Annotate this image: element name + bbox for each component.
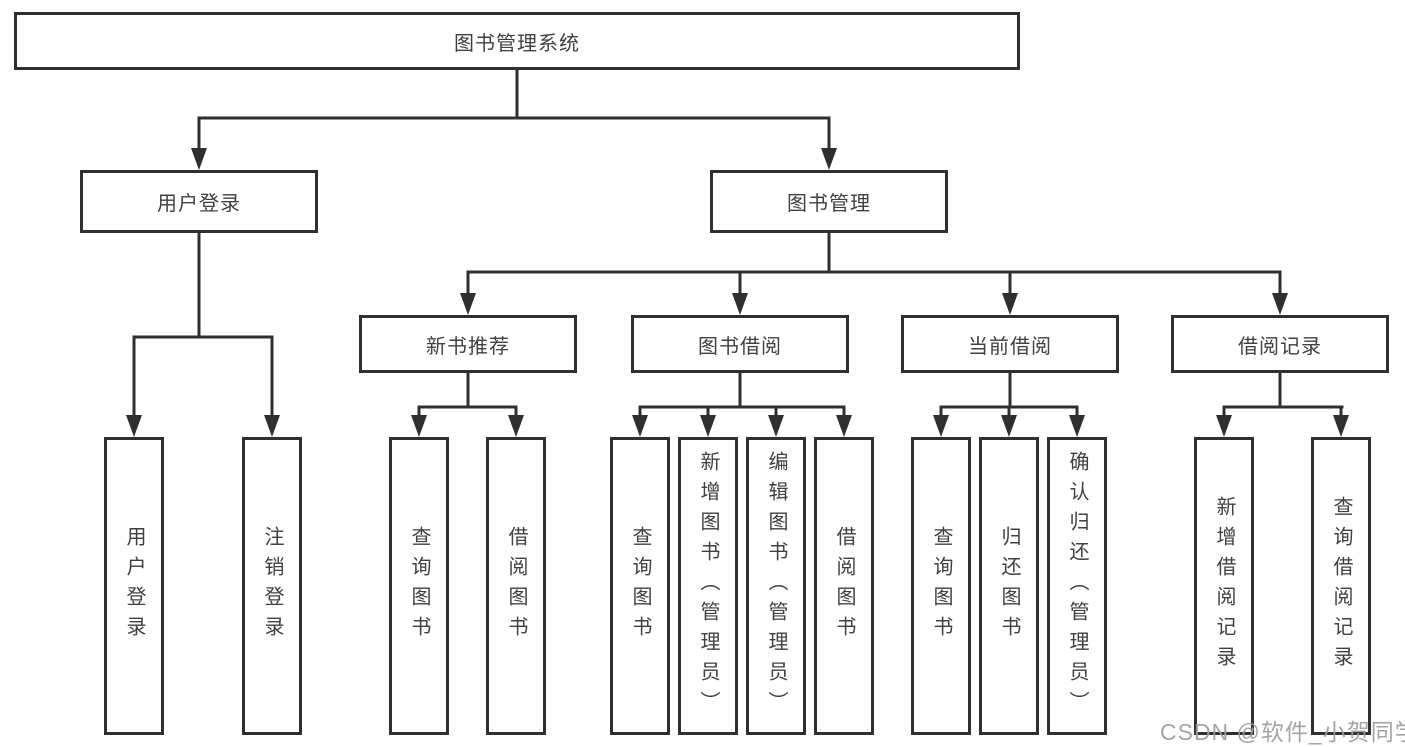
- node-label: 用户登录: [123, 526, 145, 646]
- leaf-query-books-current: 查询图书: [911, 437, 971, 735]
- node-label: 查询借阅记录: [1330, 496, 1352, 676]
- leaf-query-books-recommend: 查询图书: [389, 437, 449, 735]
- leaf-borrow-books-borrowing: 借阅图书: [814, 437, 874, 735]
- node-label: 归还图书: [998, 526, 1020, 646]
- node-book-management-system: 图书管理系统: [14, 12, 1020, 70]
- node-label: 新增图书（管理员）: [697, 451, 719, 721]
- node-label: 新增借阅记录: [1213, 496, 1235, 676]
- leaf-logout: 注销登录: [242, 437, 302, 735]
- node-label: 借阅图书: [505, 526, 527, 646]
- leaf-add-books-admin: 新增图书（管理员）: [678, 437, 738, 735]
- leaf-user-login: 用户登录: [104, 437, 164, 735]
- node-current-borrowing: 当前借阅: [901, 315, 1119, 373]
- leaf-query-borrow-record: 查询借阅记录: [1311, 437, 1371, 735]
- node-book-management: 图书管理: [710, 170, 948, 233]
- node-label: 查询图书: [408, 526, 430, 646]
- node-label: 借阅图书: [833, 526, 855, 646]
- node-book-borrowing: 图书借阅: [631, 315, 849, 373]
- node-label: 当前借阅: [968, 335, 1052, 358]
- node-label: 图书管理系统: [454, 32, 580, 55]
- node-new-book-recommendation: 新书推荐: [359, 315, 577, 373]
- node-user-login: 用户登录: [80, 170, 318, 233]
- node-borrowing-records: 借阅记录: [1171, 315, 1389, 373]
- leaf-query-books-borrowing: 查询图书: [610, 437, 670, 735]
- node-label: 图书管理: [787, 193, 871, 215]
- node-label: 新书推荐: [426, 335, 510, 358]
- node-label: 用户登录: [157, 193, 241, 215]
- node-label: 编辑图书（管理员）: [765, 451, 787, 721]
- node-label: 查询图书: [930, 526, 952, 646]
- leaf-borrow-books-recommend: 借阅图书: [486, 437, 546, 735]
- leaf-add-borrow-record: 新增借阅记录: [1194, 437, 1254, 735]
- node-label: 查询图书: [629, 526, 651, 646]
- node-label: 确认归还（管理员）: [1066, 451, 1088, 721]
- leaf-return-books: 归还图书: [979, 437, 1039, 735]
- leaf-edit-books-admin: 编辑图书（管理员）: [746, 437, 806, 735]
- leaf-confirm-return-admin: 确认归还（管理员）: [1047, 437, 1107, 735]
- node-label: 图书借阅: [698, 335, 782, 358]
- node-label: 注销登录: [261, 526, 283, 646]
- node-label: 借阅记录: [1238, 335, 1322, 358]
